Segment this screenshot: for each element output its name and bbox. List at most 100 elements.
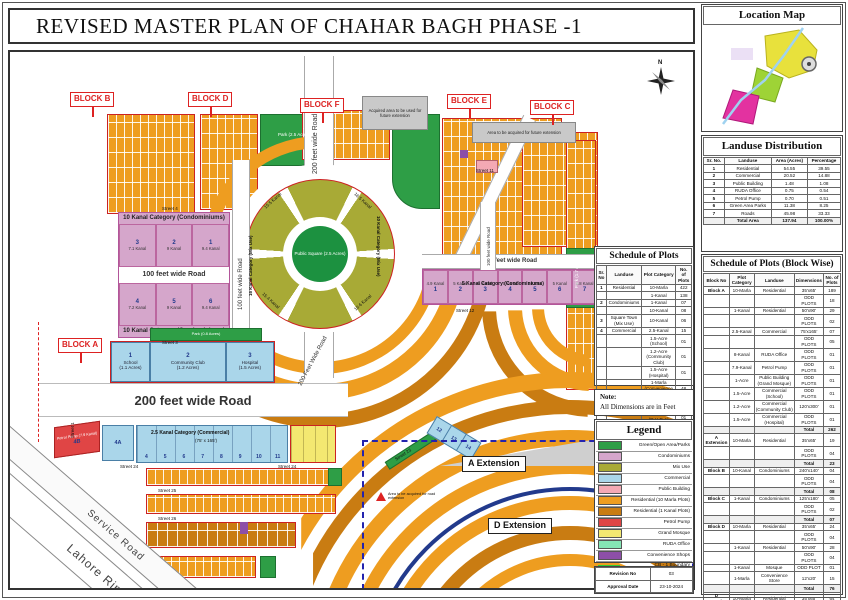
zone-street25-row-n [146,468,336,486]
table-cell: 07 [823,515,841,524]
legend-color-swatch [598,551,622,560]
label-park-e: Park (1.7 Acres) [574,256,579,289]
legend-label: Mix Use [672,464,690,470]
label-commercial-title: 2.5 Kanal Category (Commercial) [151,430,230,436]
table-cell: 08 [823,487,841,496]
table-cell: Block C [703,494,730,504]
table-cell: Convenience Store [753,571,795,586]
road-100ft-right-horizontal: 100 feet wide Road [422,254,598,269]
table-cell: Total Area [723,216,772,225]
legend-item: Residential (10 Marla Plots) [596,496,692,507]
table-cell: 04 [823,446,841,461]
street-label-4: Street 4 [162,206,178,211]
table-cell [703,347,730,362]
table-cell [728,314,755,329]
table-cell [753,425,795,435]
table-cell: ODD PLOTS [793,360,825,375]
facility-number: 2 [186,353,190,360]
table-cell [728,502,755,517]
table-cell: 04 [823,550,841,565]
table-cell: 01 [823,373,841,388]
table-cell: 120'x300' [793,399,825,414]
plot-number: 7 [582,286,587,293]
table-cell [703,373,730,388]
zone-plot-4a: 4A [102,425,134,461]
table-cell: 2 [703,171,725,180]
zone-commercial-strip: 2.5 Kanal Category (Commercial) (75' x 1… [136,425,288,463]
plot-number: 5 [163,454,167,461]
table-cell: 02 [823,314,841,329]
plot-size: 5 Kanal [453,281,468,287]
street-label-24b: Street 24 [278,464,297,469]
table-cell: ODD PLOTS [793,502,825,517]
legend-item: Petrol Pump [596,518,692,529]
table-cell: Roads [723,209,772,218]
table-cell: 5 [703,194,725,203]
table-cell [605,306,643,315]
road-200ft-bottom: 200 feet wide Road [38,383,348,417]
table-cell [728,293,755,308]
table-cell [596,291,607,300]
table-cell: 35'x65' [793,433,825,448]
table-cell [703,386,730,401]
table-header-cell: Plot Category [728,273,755,288]
table-cell: Residential [753,433,795,448]
table-cell [753,550,795,565]
table-cell: RUDA Office [723,186,772,195]
table-cell: 33.33 [806,209,842,218]
boundary-red-dashed-left [38,322,39,442]
table-cell: 0.70 [770,194,808,203]
table-cell: 10-Kanal [641,306,677,315]
table-cell: 01 [823,386,841,401]
tag-block-a: BLOCK A [58,338,103,363]
table-cell: Petrol Pump [753,360,795,375]
zone-convenience-shop-e [460,150,468,158]
plot-number: 11 [274,454,281,461]
master-plan-map: N Park (2.5 Acres) Park (1.7 Acres) Acqu… [8,50,695,590]
street-label-1: Street 1 [70,422,75,438]
label-commercial-subtitle: (75' x 165') [195,438,217,443]
table-cell: 75'x165' [793,327,825,336]
location-map-title: Location Map [703,6,841,25]
table-cell: Green Area Parks [723,201,772,210]
table-cell: 1-Kanal [728,543,755,552]
legend-color-swatch [598,441,622,450]
table-cell [753,530,795,545]
table-cell: 2.5-Kanal [641,326,677,336]
table-cell: Commercial [753,327,795,336]
table-cell: Public Building [723,179,772,188]
table-cell: Block D [703,522,730,532]
plot-number: 5 [172,299,176,306]
table-cell [703,314,730,329]
legend-color-swatch [598,474,622,483]
table-cell: 10-Marla [728,591,755,600]
table-cell: 23 [823,459,841,468]
table-cell: 1 [703,164,725,173]
table-cell [703,487,730,496]
facility-area: (1.5 Acres) [238,365,261,371]
table-cell [753,487,795,496]
table-cell [596,347,607,367]
table-cell: 76 [823,584,841,593]
table-cell: Block A [703,286,730,295]
table-cell: 1-Kanal [641,298,677,308]
table-cell: Residential [753,286,795,295]
legend-label: Commercial [664,475,690,481]
table-cell: 2.5-Kanal [728,327,755,336]
